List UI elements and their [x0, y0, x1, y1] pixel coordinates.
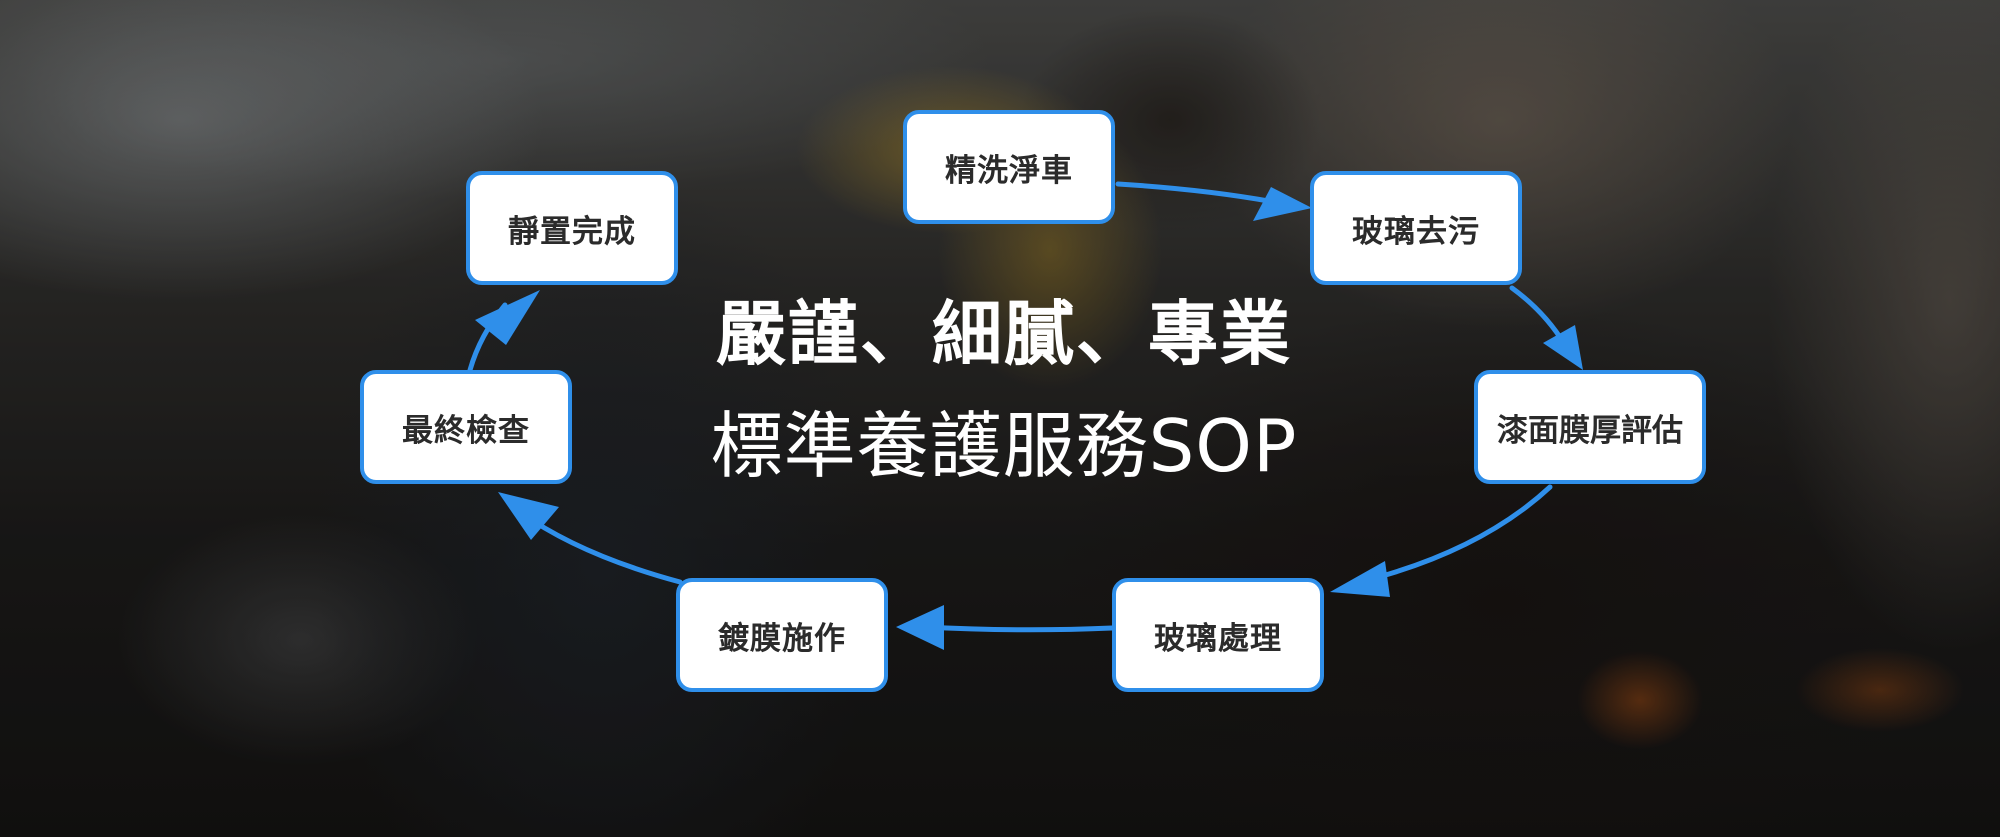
- arrowhead-icon: [475, 290, 540, 345]
- arrowhead-icon: [1253, 187, 1312, 221]
- step-label: 鍍膜施作: [718, 620, 846, 657]
- step-final-inspection: 最終檢查: [360, 370, 572, 484]
- arrow-glass-treatment-to-coating: [922, 624, 1115, 633]
- step-glass-treatment: 玻璃處理: [1112, 578, 1324, 692]
- step-glass-decontamination: 玻璃去污: [1310, 171, 1522, 285]
- step-label: 玻璃處理: [1154, 620, 1282, 657]
- step-curing-complete: 靜置完成: [466, 171, 678, 285]
- step-wash: 精洗淨車: [903, 110, 1115, 224]
- title-line-1: 嚴謹、細膩、專業: [716, 293, 1292, 375]
- step-label: 玻璃去污: [1352, 213, 1480, 250]
- arrowhead-icon: [896, 605, 944, 650]
- title-line-2: 標準養護服務SOP: [710, 404, 1298, 488]
- step-label: 靜置完成: [508, 213, 636, 250]
- step-coating-application: 鍍膜施作: [676, 578, 888, 692]
- step-label: 最終檢查: [402, 412, 530, 449]
- arrowhead-icon: [1330, 561, 1390, 597]
- arrow-paint-assessment-to-glass-treatment: [1357, 484, 1553, 585]
- arrowhead-icon: [498, 492, 559, 540]
- step-paint-thickness-assessment: 漆面膜厚評估: [1474, 370, 1706, 484]
- step-label: 漆面膜厚評估: [1497, 412, 1683, 449]
- step-label: 精洗淨車: [945, 152, 1073, 189]
- arrowhead-icon: [1543, 325, 1583, 370]
